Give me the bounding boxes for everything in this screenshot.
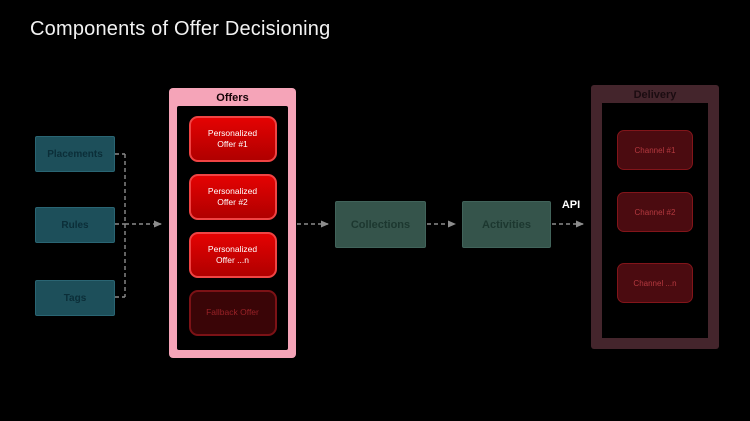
node-tags: Tags: [35, 280, 115, 316]
channel-card-n: Channel ...n: [617, 263, 693, 303]
channel-card-1: Channel #1: [617, 130, 693, 170]
node-placements-label: Placements: [47, 148, 103, 160]
fallback-offer-card: Fallback Offer: [188, 290, 277, 336]
node-rules-label: Rules: [61, 219, 89, 231]
offers-inner-panel: Personalized Offer #1 Personalized Offer…: [177, 106, 288, 350]
delivery-container: Delivery Channel #1 Channel #2 Channel .…: [591, 85, 719, 349]
node-activities: Activities: [462, 201, 551, 248]
delivery-container-label: Delivery: [633, 89, 677, 101]
channel-card-n-label: Channel ...n: [633, 278, 677, 288]
offer-card-n: Personalized Offer ...n: [188, 232, 277, 278]
channel-card-1-label: Channel #1: [634, 145, 676, 155]
fallback-offer-label: Fallback Offer: [206, 307, 259, 318]
offer-card-1-label: Personalized Offer #1: [207, 127, 258, 149]
node-tags-label: Tags: [63, 292, 87, 304]
offers-container: Offers Personalized Offer #1 Personalize…: [169, 88, 296, 358]
offer-card-1: Personalized Offer #1: [188, 116, 277, 162]
offer-card-n-label: Personalized Offer ...n: [207, 243, 258, 265]
offer-card-2: Personalized Offer #2: [188, 174, 277, 220]
offer-card-2-label: Personalized Offer #2: [207, 185, 258, 207]
node-collections: Collections: [335, 201, 426, 248]
api-label: API: [561, 199, 581, 211]
delivery-inner-panel: Channel #1 Channel #2 Channel ...n: [602, 103, 708, 338]
page-title: Components of Offer Decisioning: [30, 18, 331, 40]
node-rules: Rules: [35, 207, 115, 243]
node-activities-label: Activities: [482, 218, 531, 231]
node-collections-label: Collections: [350, 218, 411, 231]
node-placements: Placements: [35, 136, 115, 172]
offers-container-label: Offers: [216, 92, 249, 104]
channel-card-2: Channel #2: [617, 192, 693, 232]
channel-card-2-label: Channel #2: [634, 207, 676, 217]
